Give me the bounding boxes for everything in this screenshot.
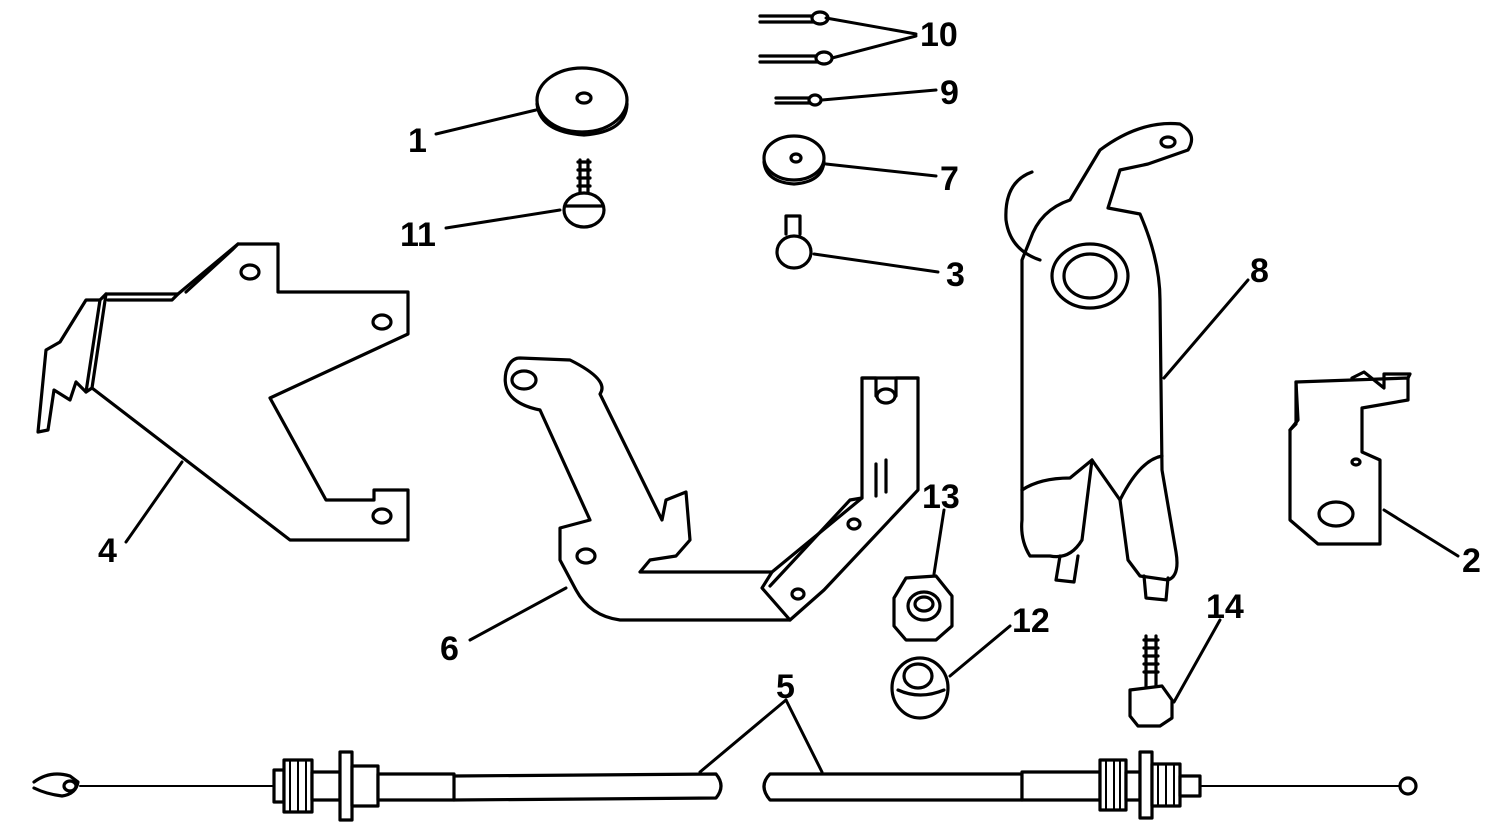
callout-labels: 1 2 3 4 5 6 7 8 9 10 11 12 13 14 [98, 16, 1481, 706]
callout-14: 14 [1206, 588, 1244, 626]
part-12-retaining-nut [890, 656, 950, 720]
part-14-bolt [1128, 634, 1174, 728]
part-5-cable-left [32, 750, 723, 822]
part-7-washer [762, 134, 826, 186]
part-3-pin [775, 214, 813, 270]
callout-8: 8 [1250, 252, 1269, 290]
leader-3 [812, 252, 940, 274]
callout-3: 3 [946, 256, 965, 294]
leader-6 [468, 586, 568, 642]
part-5-cable-right [762, 750, 1418, 820]
leader-5b [784, 698, 824, 774]
leader-lines [124, 16, 1460, 774]
leader-7 [824, 162, 938, 178]
callout-1: 1 [408, 122, 427, 160]
leader-10b [830, 34, 918, 60]
part-2-clip-bracket [1288, 370, 1412, 546]
leader-1 [434, 108, 538, 136]
part-9-pin [774, 93, 823, 107]
callout-9: 9 [940, 74, 959, 112]
callout-12: 12 [1012, 602, 1050, 640]
leader-5a [698, 698, 788, 774]
part-10-cotter-pins [758, 10, 834, 66]
callout-6: 6 [440, 630, 459, 668]
leader-4 [124, 460, 184, 544]
leader-2 [1382, 508, 1460, 558]
part-4-bracket [36, 242, 410, 542]
leader-9 [820, 88, 938, 102]
leader-14 [1172, 618, 1222, 704]
callout-13: 13 [922, 478, 960, 516]
leader-13 [932, 508, 946, 576]
callout-4: 4 [98, 532, 117, 570]
part-11-screw [562, 158, 606, 229]
part-13-nut [892, 574, 954, 642]
leader-12 [948, 624, 1012, 678]
part-6-lever-bracket [503, 356, 920, 622]
callout-5: 5 [776, 668, 795, 706]
leader-10a [824, 16, 918, 36]
leader-11 [444, 208, 562, 230]
part-8-throttle-arm [1004, 121, 1194, 602]
part-1-washer [535, 66, 629, 137]
callout-10: 10 [920, 16, 958, 54]
callout-11: 11 [400, 216, 436, 254]
leader-8 [1162, 278, 1250, 380]
callout-2: 2 [1462, 542, 1481, 580]
callout-7: 7 [940, 160, 959, 198]
